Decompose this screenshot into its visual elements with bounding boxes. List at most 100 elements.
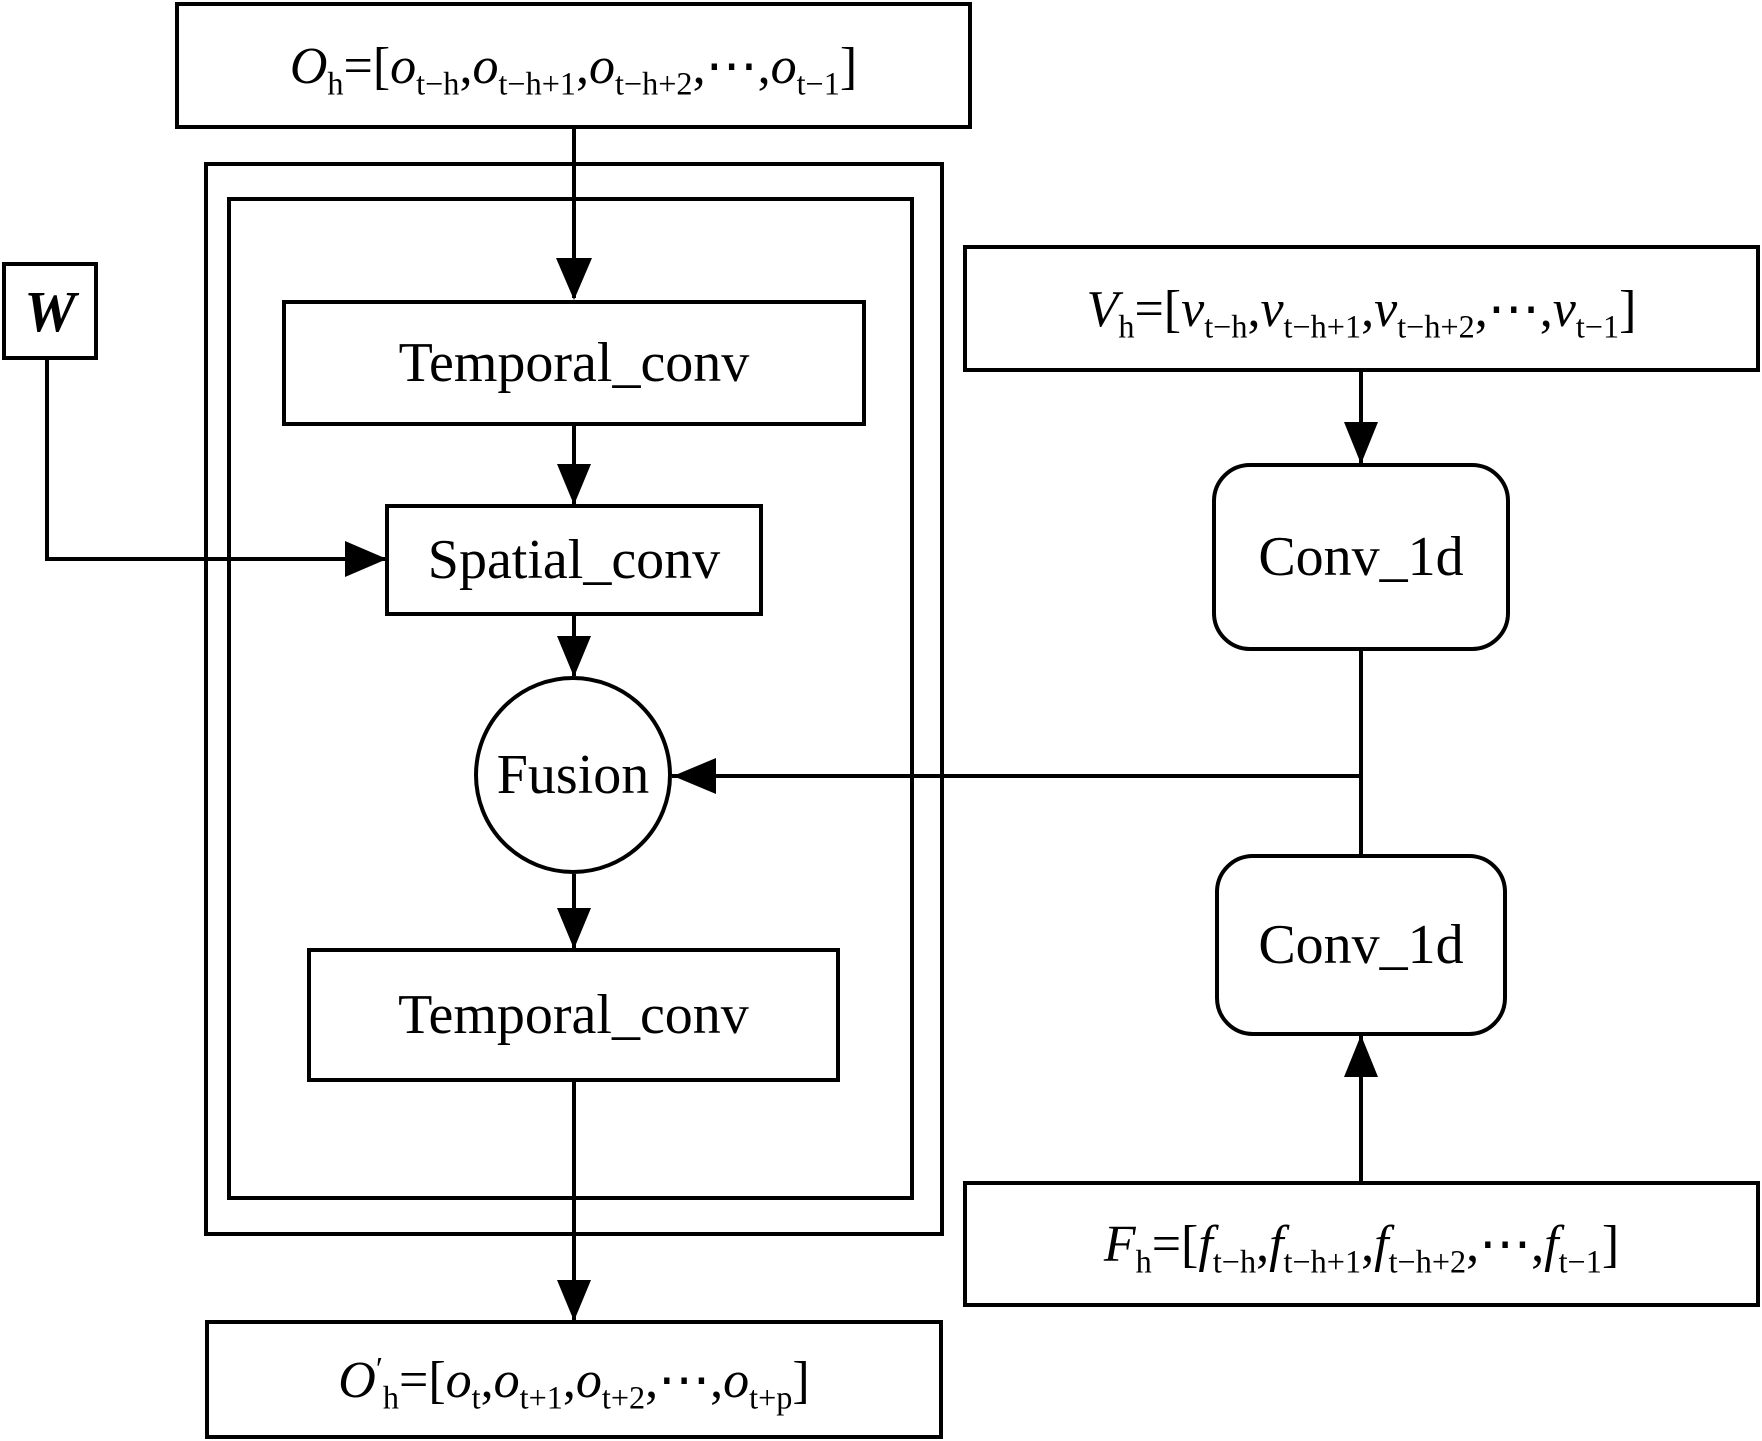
formula-term-subscript: t−h+1 xyxy=(498,64,576,101)
formula-term: o xyxy=(723,1351,750,1409)
arrowhead-spatial-conv-to-fusion xyxy=(557,636,591,677)
temporal-conv-2-box: Temporal_conv xyxy=(307,948,840,1082)
formula-term-subscript: t−h+1 xyxy=(1283,1243,1362,1280)
formula-term-subscript: t−h xyxy=(1212,1243,1257,1280)
formula-prime: ′ xyxy=(375,1349,383,1386)
conv-1d-top-label: Conv_1d xyxy=(1258,526,1464,588)
formula-term: o xyxy=(575,1351,602,1409)
formula-term-subscript: t+1 xyxy=(519,1378,563,1415)
formula-term: o xyxy=(770,37,797,95)
formula-symbol: F xyxy=(1103,1216,1136,1273)
formula-term-subscript: t−1 xyxy=(1558,1243,1602,1280)
formula-term-subscript: t−1 xyxy=(796,64,840,101)
formula-separator: , xyxy=(1361,1216,1375,1273)
formula-term: o xyxy=(472,37,499,95)
fusion-node: Fusion xyxy=(474,676,672,874)
temporal-conv-2-label: Temporal_conv xyxy=(398,984,749,1046)
formula-close-bracket: ] xyxy=(839,37,858,95)
spatial-conv-label: Spatial_conv xyxy=(427,529,721,591)
formula-term: v xyxy=(1260,280,1284,338)
formula-term: ⋯ xyxy=(705,37,758,95)
w-label: W xyxy=(24,278,76,344)
formula-term-subscript: t−h+2 xyxy=(1388,1243,1467,1280)
formula-equals-bracket: =[ xyxy=(399,1351,446,1409)
formula-separator: , xyxy=(459,37,473,95)
formula-term: ⋯ xyxy=(658,1351,711,1409)
formula-term-subscript: t+p xyxy=(749,1378,793,1415)
formula-term: o xyxy=(589,37,615,95)
formula-symbol-subscript: h xyxy=(382,1378,399,1415)
fusion-label: Fusion xyxy=(496,744,650,806)
formula-term: ⋯ xyxy=(1487,280,1540,338)
formula-separator: , xyxy=(562,1351,576,1409)
formula-symbol: O xyxy=(289,37,328,95)
input-o-box: Oh=[ot−h,ot−h+1,ot−h+2,⋯,ot−1] xyxy=(175,2,972,129)
formula-term: o xyxy=(493,1351,520,1409)
inner-block-frame xyxy=(227,197,914,1200)
formula-symbol-subscript: h xyxy=(327,64,344,101)
formula-close-bracket: ] xyxy=(1619,280,1637,338)
formula-separator: , xyxy=(692,37,706,95)
formula-term-subscript: t xyxy=(471,1378,481,1415)
output-o-formula: O′h=[ot,ot+1,ot+2,⋯,ot+p] xyxy=(338,1349,810,1413)
formula-symbol-subscript: h xyxy=(1118,307,1135,344)
formula-term: f xyxy=(1198,1216,1213,1273)
formula-term: f xyxy=(1544,1216,1559,1273)
formula-symbol: V xyxy=(1086,280,1119,338)
formula-symbol: O xyxy=(338,1351,376,1409)
formula-term-subscript: t−h+2 xyxy=(1397,307,1475,344)
formula-term-subscript: t+2 xyxy=(601,1378,646,1415)
formula-term: v xyxy=(1374,280,1398,338)
formula-separator: , xyxy=(710,1351,724,1409)
formula-term: o xyxy=(390,37,417,95)
formula-separator: , xyxy=(1531,1216,1545,1273)
arrowhead-w-to-spatial-conv xyxy=(345,541,387,577)
formula-equals-bracket: =[ xyxy=(343,37,391,95)
conv-1d-top-box: Conv_1d xyxy=(1212,463,1510,651)
arrowhead-temporal-conv-2-to-output xyxy=(557,1280,591,1321)
formula-term: v xyxy=(1552,280,1576,338)
conv-1d-bottom-box: Conv_1d xyxy=(1215,854,1507,1036)
formula-close-bracket: ] xyxy=(792,1351,810,1409)
input-v-box: Vh=[vt−h,vt−h+1,vt−h+2,⋯,vt−1] xyxy=(963,245,1760,372)
formula-separator: , xyxy=(1474,280,1488,338)
formula-separator: , xyxy=(757,37,771,95)
formula-separator: , xyxy=(1361,280,1375,338)
formula-term: f xyxy=(1269,1216,1284,1273)
formula-separator: , xyxy=(645,1351,659,1409)
input-v-formula: Vh=[vt−h,vt−h+1,vt−h+2,⋯,vt−1] xyxy=(1086,279,1637,342)
output-o-box: O′h=[ot,ot+1,ot+2,⋯,ot+p] xyxy=(205,1320,943,1439)
formula-term-subscript: t−h+1 xyxy=(1283,307,1362,344)
formula-term-subscript: t−h xyxy=(416,64,460,101)
formula-symbol-subscript: h xyxy=(1135,1243,1152,1280)
formula-separator: , xyxy=(1466,1216,1480,1273)
formula-term: ⋯ xyxy=(1479,1216,1532,1273)
formula-close-bracket: ] xyxy=(1601,1216,1620,1273)
formula-separator: , xyxy=(1256,1216,1270,1273)
arrow-w-to-spatial-conv xyxy=(45,360,385,561)
formula-term: o xyxy=(445,1351,472,1409)
arrowhead-conv-branch-to-fusion xyxy=(673,758,716,794)
formula-separator: , xyxy=(1247,280,1261,338)
formula-separator: , xyxy=(576,37,589,95)
conv-1d-bottom-label: Conv_1d xyxy=(1258,914,1464,976)
temporal-conv-1-box: Temporal_conv xyxy=(282,300,866,426)
formula-term: v xyxy=(1181,280,1205,338)
arrowhead-temporal-conv-1-to-spatial-conv xyxy=(557,464,591,505)
formula-equals-bracket: =[ xyxy=(1134,280,1182,338)
arrowhead-input-to-temporal-conv-1 xyxy=(556,258,592,300)
formula-term-subscript: t−h xyxy=(1204,307,1248,344)
spatial-conv-box: Spatial_conv xyxy=(385,504,763,616)
formula-term: f xyxy=(1374,1216,1389,1273)
input-f-box: Fh=[ft−h,ft−h+1,ft−h+2,⋯,ft−1] xyxy=(963,1181,1760,1307)
formula-term-subscript: t−h+2 xyxy=(615,64,693,101)
arrowhead-fusion-to-temporal-conv-2 xyxy=(557,908,591,949)
input-f-formula: Fh=[ft−h,ft−h+1,ft−h+2,⋯,ft−1] xyxy=(1103,1214,1620,1277)
arrowhead-v-input-to-conv-1d-top xyxy=(1344,422,1378,464)
arrowhead-f-input-to-conv-1d-bottom xyxy=(1344,1035,1378,1077)
formula-separator: , xyxy=(480,1351,494,1409)
temporal-conv-1-label: Temporal_conv xyxy=(398,332,750,394)
input-o-formula: Oh=[ot−h,ot−h+1,ot−h+2,⋯,ot−1] xyxy=(289,36,858,99)
